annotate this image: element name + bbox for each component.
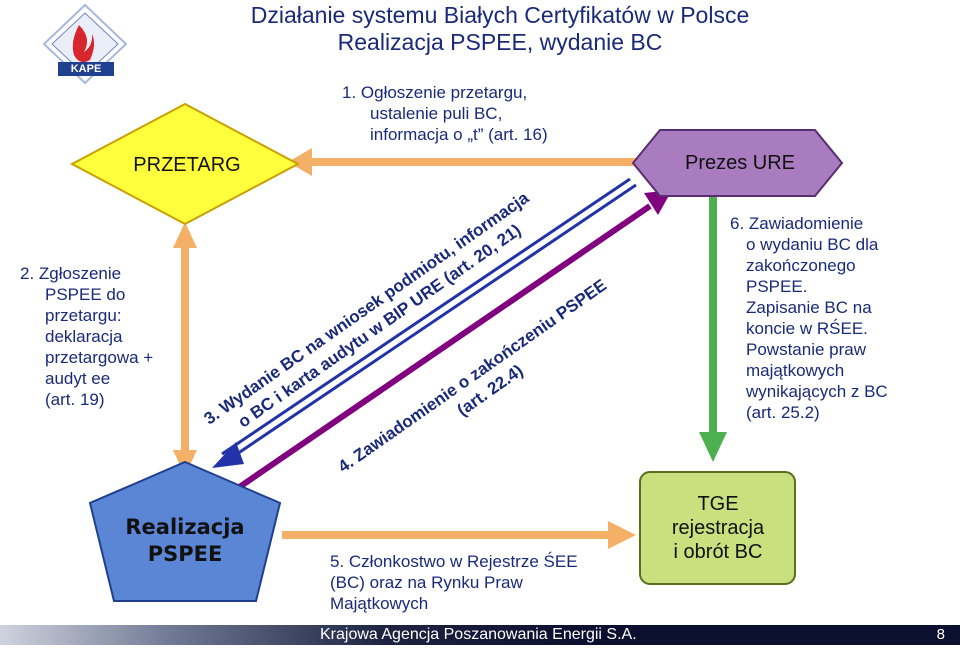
page-number: 8 [936, 626, 945, 643]
przetarg-label: PRZETARG [133, 154, 241, 176]
step-6-text: 6. Zawiadomienie o wydaniu BC dla zakońc… [730, 213, 888, 423]
logo-text: KAPE [70, 63, 102, 75]
step-2-line: PSPEE do [45, 285, 126, 304]
step-1-line: ustalenie puli BC, [370, 104, 503, 123]
przetarg-diamond [69, 102, 301, 226]
prezes-label: Prezes URE [684, 152, 796, 174]
step-2-line: (art. 19) [45, 390, 105, 409]
step-6-line: koncie w RŚEE. [746, 319, 868, 338]
arrow-prezes-tge [699, 190, 727, 462]
title-line-2: Realizacja PSPEE, wydanie BC [337, 29, 663, 55]
arrow-prezes-przetarg [288, 148, 636, 176]
footer-bar [0, 625, 960, 645]
realizacja-line-2: PSPEE [147, 542, 223, 566]
step-6-line: Zapisanie BC na [746, 298, 872, 317]
arrow-realizacja-tge [282, 521, 636, 549]
arrow-przetarg-realizacja [173, 222, 197, 476]
step-5-line: (BC) oraz na Rynku Praw [330, 573, 523, 592]
step-6-line: majątkowych [746, 361, 845, 380]
tge-box [639, 471, 796, 585]
step-6-line: zakończonego [746, 256, 856, 275]
step-2-line: 2. Zgłoszenie [20, 264, 122, 283]
tge-line-3: i obrót BC [673, 541, 763, 563]
step-5-line: 5. Członkostwo w Rejestrze ŚEE [330, 552, 578, 571]
arrow-prezes-realizacja [212, 177, 637, 468]
step-1-line: informacja o „t” (art. 16) [370, 125, 548, 144]
step-6-line: (art. 25.2) [746, 403, 820, 422]
kape-logo [42, 3, 128, 85]
step-1-line: 1. Ogłoszenie przetargu, [342, 83, 528, 102]
step-2-line: przetargowa + [45, 348, 154, 367]
footer-text: Krajowa Agencja Poszanowania Energii S.A… [320, 626, 637, 643]
step-2-line: deklaracja [45, 327, 123, 346]
realizacja-label: Realizacja PSPEE [100, 514, 270, 568]
prezes-hexagon [631, 129, 844, 197]
step-2-line: audyt ee [45, 369, 111, 388]
step-2-line: przetargu: [45, 306, 122, 325]
realizacja-pentagon [88, 460, 282, 602]
step-5-line: Majątkowych [330, 594, 429, 613]
step-6-line: 6. Zawiadomienie [730, 214, 864, 233]
step-2-text: 2. Zgłoszenie PSPEE do przetargu: deklar… [20, 263, 153, 410]
tge-line-1: TGE [697, 493, 739, 515]
step-6-line: wynikających z BC [746, 382, 888, 401]
step-6-line: PSPEE. [746, 277, 808, 296]
page-title: Działanie systemu Białych Certyfikatów w… [150, 2, 850, 56]
tge-label: TGE rejestracja i obrót BC [648, 492, 788, 564]
step-1-text: 1. Ogłoszenie przetargu, ustalenie puli … [342, 82, 548, 145]
step-6-line: Powstanie praw [746, 340, 867, 359]
tge-line-2: rejestracja [671, 517, 765, 539]
title-line-1: Działanie systemu Białych Certyfikatów w… [250, 2, 750, 28]
step-6-line: o wydaniu BC dla [746, 235, 879, 254]
step-5-text: 5. Członkostwo w Rejestrze ŚEE (BC) oraz… [330, 551, 578, 614]
realizacja-line-1: Realizacja [125, 515, 245, 539]
